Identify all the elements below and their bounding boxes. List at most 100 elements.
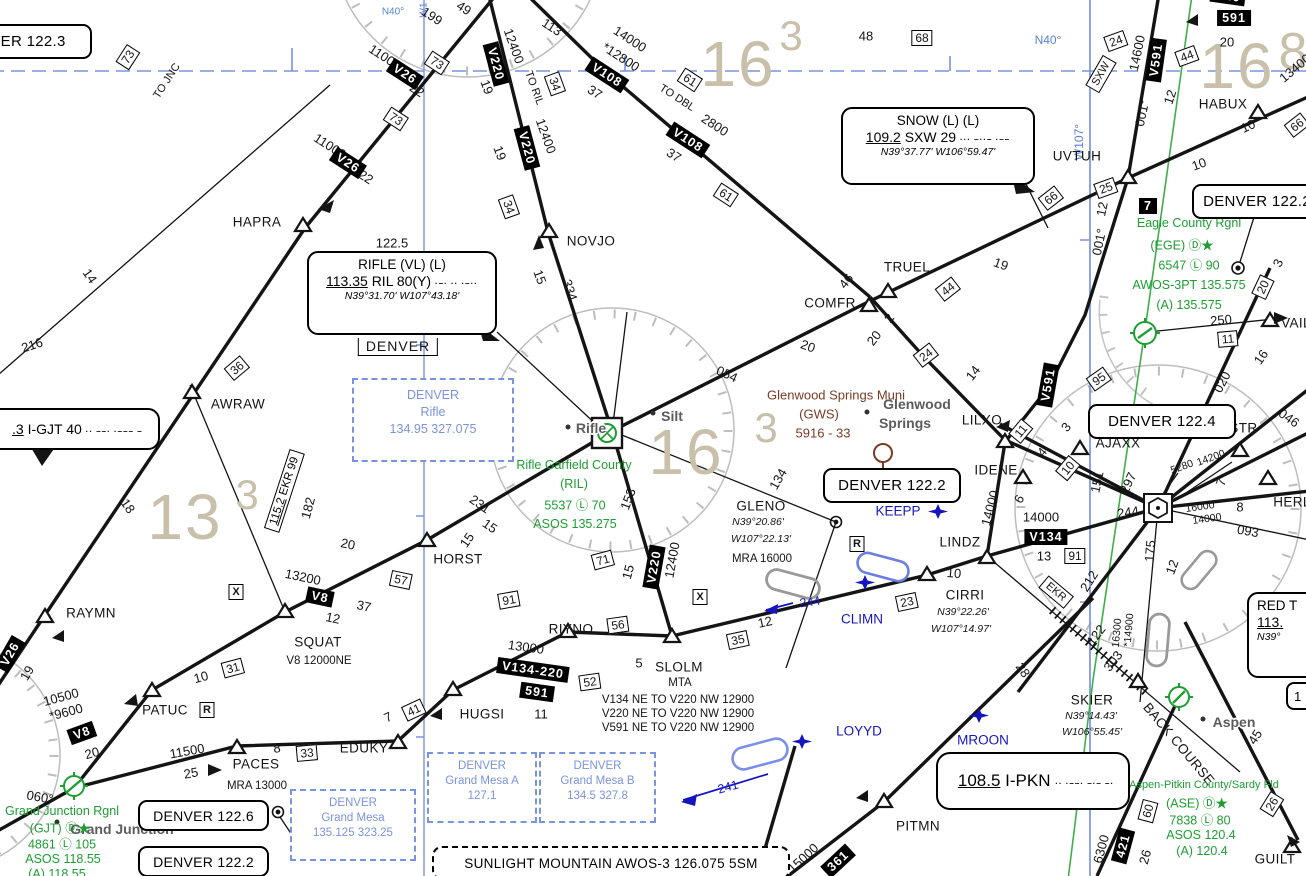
note-gleno-mra: MRA 16000: [731, 553, 793, 565]
navaid-ident: RIL 80(Y): [371, 273, 432, 289]
fix-climn: CLIMN: [840, 611, 884, 627]
mileage-box-71: 71: [590, 549, 616, 571]
town-aspen: Aspen: [1212, 714, 1256, 730]
apt-eagle-elev: 6547 Ⓛ 90: [1158, 258, 1220, 273]
dist-10-cirri: 10: [946, 564, 962, 582]
dist-20-truel: 20: [863, 327, 885, 349]
fix-hugsi: HUGSI: [459, 706, 505, 722]
fss-box-grand-mesa-a: DENVER Grand Mesa A 127.1: [427, 752, 537, 823]
mileage-box-33: 33: [295, 744, 319, 762]
label-back-course: BACK COURSE: [1140, 699, 1218, 789]
dist-20-591: 20: [1219, 34, 1235, 50]
comm-box-denver-122-6: DENVER 122.6: [138, 800, 269, 831]
fix-loyyd: LOYYD: [836, 723, 882, 739]
radial-244: 244: [1116, 503, 1140, 521]
vor-red-table: [1143, 493, 1173, 523]
mileage-box-34-a: 34: [543, 71, 567, 97]
apt-aspen-id: (ASE) Ⓓ★: [1166, 796, 1228, 811]
dist-7-fistr: 7: [1212, 476, 1230, 488]
radial-182: 182: [297, 495, 319, 521]
dist-37-b: 37: [663, 144, 685, 166]
dist-19-v26: 19: [16, 662, 38, 684]
fix-paces: PACES: [232, 756, 280, 772]
mileage-box-24-a: 24: [912, 342, 940, 368]
airway-v8-a: V8: [66, 720, 98, 746]
mileage-box-26: 26: [1259, 790, 1285, 818]
fix-triangles: [35, 102, 1302, 854]
coord-cirri-lon: W107°14.97': [931, 623, 991, 635]
compass-rose-red-table: [1014, 364, 1302, 652]
fix-gleno: GLENO: [736, 498, 786, 514]
airway-591: 591: [519, 681, 555, 703]
airport-aspen: [1165, 683, 1193, 711]
note-squat: V8 12000NE: [286, 655, 352, 667]
mef-16-right: 16: [1199, 30, 1275, 102]
track-241: 241: [716, 777, 740, 797]
rnav-waypoints: [792, 504, 989, 749]
mileage-box-91-b: 91: [1064, 548, 1086, 564]
mea-6300: 6300: [1090, 833, 1112, 865]
fix-pitmn: PITMN: [896, 818, 940, 834]
mea-11000-c: 11000: [0, 592, 4, 630]
flag-ekr: EKR: [1038, 575, 1074, 609]
apt-eagle-awos: AWOS-3PT 135.575: [1132, 278, 1246, 292]
dist-11: 11: [534, 706, 548, 722]
mileage-box-24-b: 24: [1103, 29, 1129, 53]
radial-212: 212: [1076, 567, 1102, 595]
mef-8-right: 8: [1278, 23, 1306, 81]
fss-freqs: 134.5 327.8: [567, 790, 628, 802]
lat-value-48: 48: [858, 28, 874, 44]
fix-vail: VAIL: [1281, 315, 1306, 331]
comm-label: DENVER 122.2: [838, 477, 946, 494]
fss-box-denver-rifle: DENVER Rifle 134.95 327.075: [352, 378, 514, 462]
town-dots: [54, 409, 1206, 825]
compass-rose-top-left: [345, 0, 591, 78]
mileage-box-23: 23: [894, 591, 920, 613]
mea-14000-rt: 14000: [1191, 511, 1223, 527]
mea-14000-v591: 14000: [978, 488, 1002, 528]
radial-001-a: 001°: [1088, 227, 1110, 257]
navaid-box-snow: SNOW (L) (L) 109.2 SXW 29 ··· –··– ·–– N…: [841, 107, 1035, 185]
apt-aspen-a: (A) 120.4: [1176, 844, 1228, 858]
comm-box-denver-122-4: DENVER 122.4: [1088, 404, 1236, 439]
airway-v26-top: V26: [1209, 0, 1247, 7]
coord-cirri-lat: N39°22.26': [937, 606, 989, 618]
loc-morse: ·· ·––· –·– –·: [1055, 779, 1115, 788]
fix-mroon: MROON: [957, 732, 1009, 748]
mileage-box-95: 95: [1085, 366, 1113, 392]
mileage-box-73-b: 73: [382, 106, 410, 132]
fix-truel: TRUEL: [883, 259, 931, 275]
dist-12-rt: 12: [1162, 557, 1182, 577]
fix-eduky: EDUKY: [339, 740, 389, 756]
dist-37-v8: 37: [355, 597, 373, 615]
dist-6-idene: 6: [1010, 492, 1028, 506]
apt-gws-name: Glenwood Springs Muni: [766, 387, 906, 403]
moca-2800: 2800: [698, 110, 732, 140]
radial-113: 113: [539, 15, 565, 39]
mileage-box-44-b: 44: [1174, 44, 1200, 68]
mileage-value: 1: [1294, 688, 1302, 704]
mea-11500: 11500: [168, 740, 206, 762]
fix-idene: IDENE: [974, 462, 1018, 478]
radial-001-b: 001°: [1131, 98, 1153, 128]
airport-rifle-garfield: [590, 416, 624, 450]
dist-10-habux: 10: [1238, 116, 1258, 136]
airway-421: 421: [1110, 827, 1136, 865]
navaid-freq: 113.: [1257, 614, 1284, 630]
comm-label: DENVER 122.2: [1203, 193, 1306, 210]
apt-gjt-name: Grand Junction Rgnl: [5, 804, 119, 818]
loc-ident: I-GJT 40: [27, 421, 82, 437]
dist-16-vail: 16: [1250, 346, 1272, 368]
dist-20-v8: 20: [83, 743, 101, 763]
mef-3-top: 3: [779, 12, 803, 59]
note-slolm-1: V134 NE TO V220 NW 12900: [601, 694, 755, 706]
dist-8: 8: [272, 740, 282, 756]
dist-12-uvtuh: 12: [1093, 200, 1111, 218]
comm-label: DENVER 122.4: [1108, 413, 1216, 430]
fss-name: Grand Mesa B: [560, 775, 635, 787]
dist-5: 5: [635, 655, 643, 671]
radial-134: 134: [766, 465, 790, 493]
artcc-label: DENVER: [357, 338, 439, 356]
dist-13-ekr: 13: [1036, 548, 1052, 564]
dist-3-vail: 3: [1269, 256, 1287, 270]
